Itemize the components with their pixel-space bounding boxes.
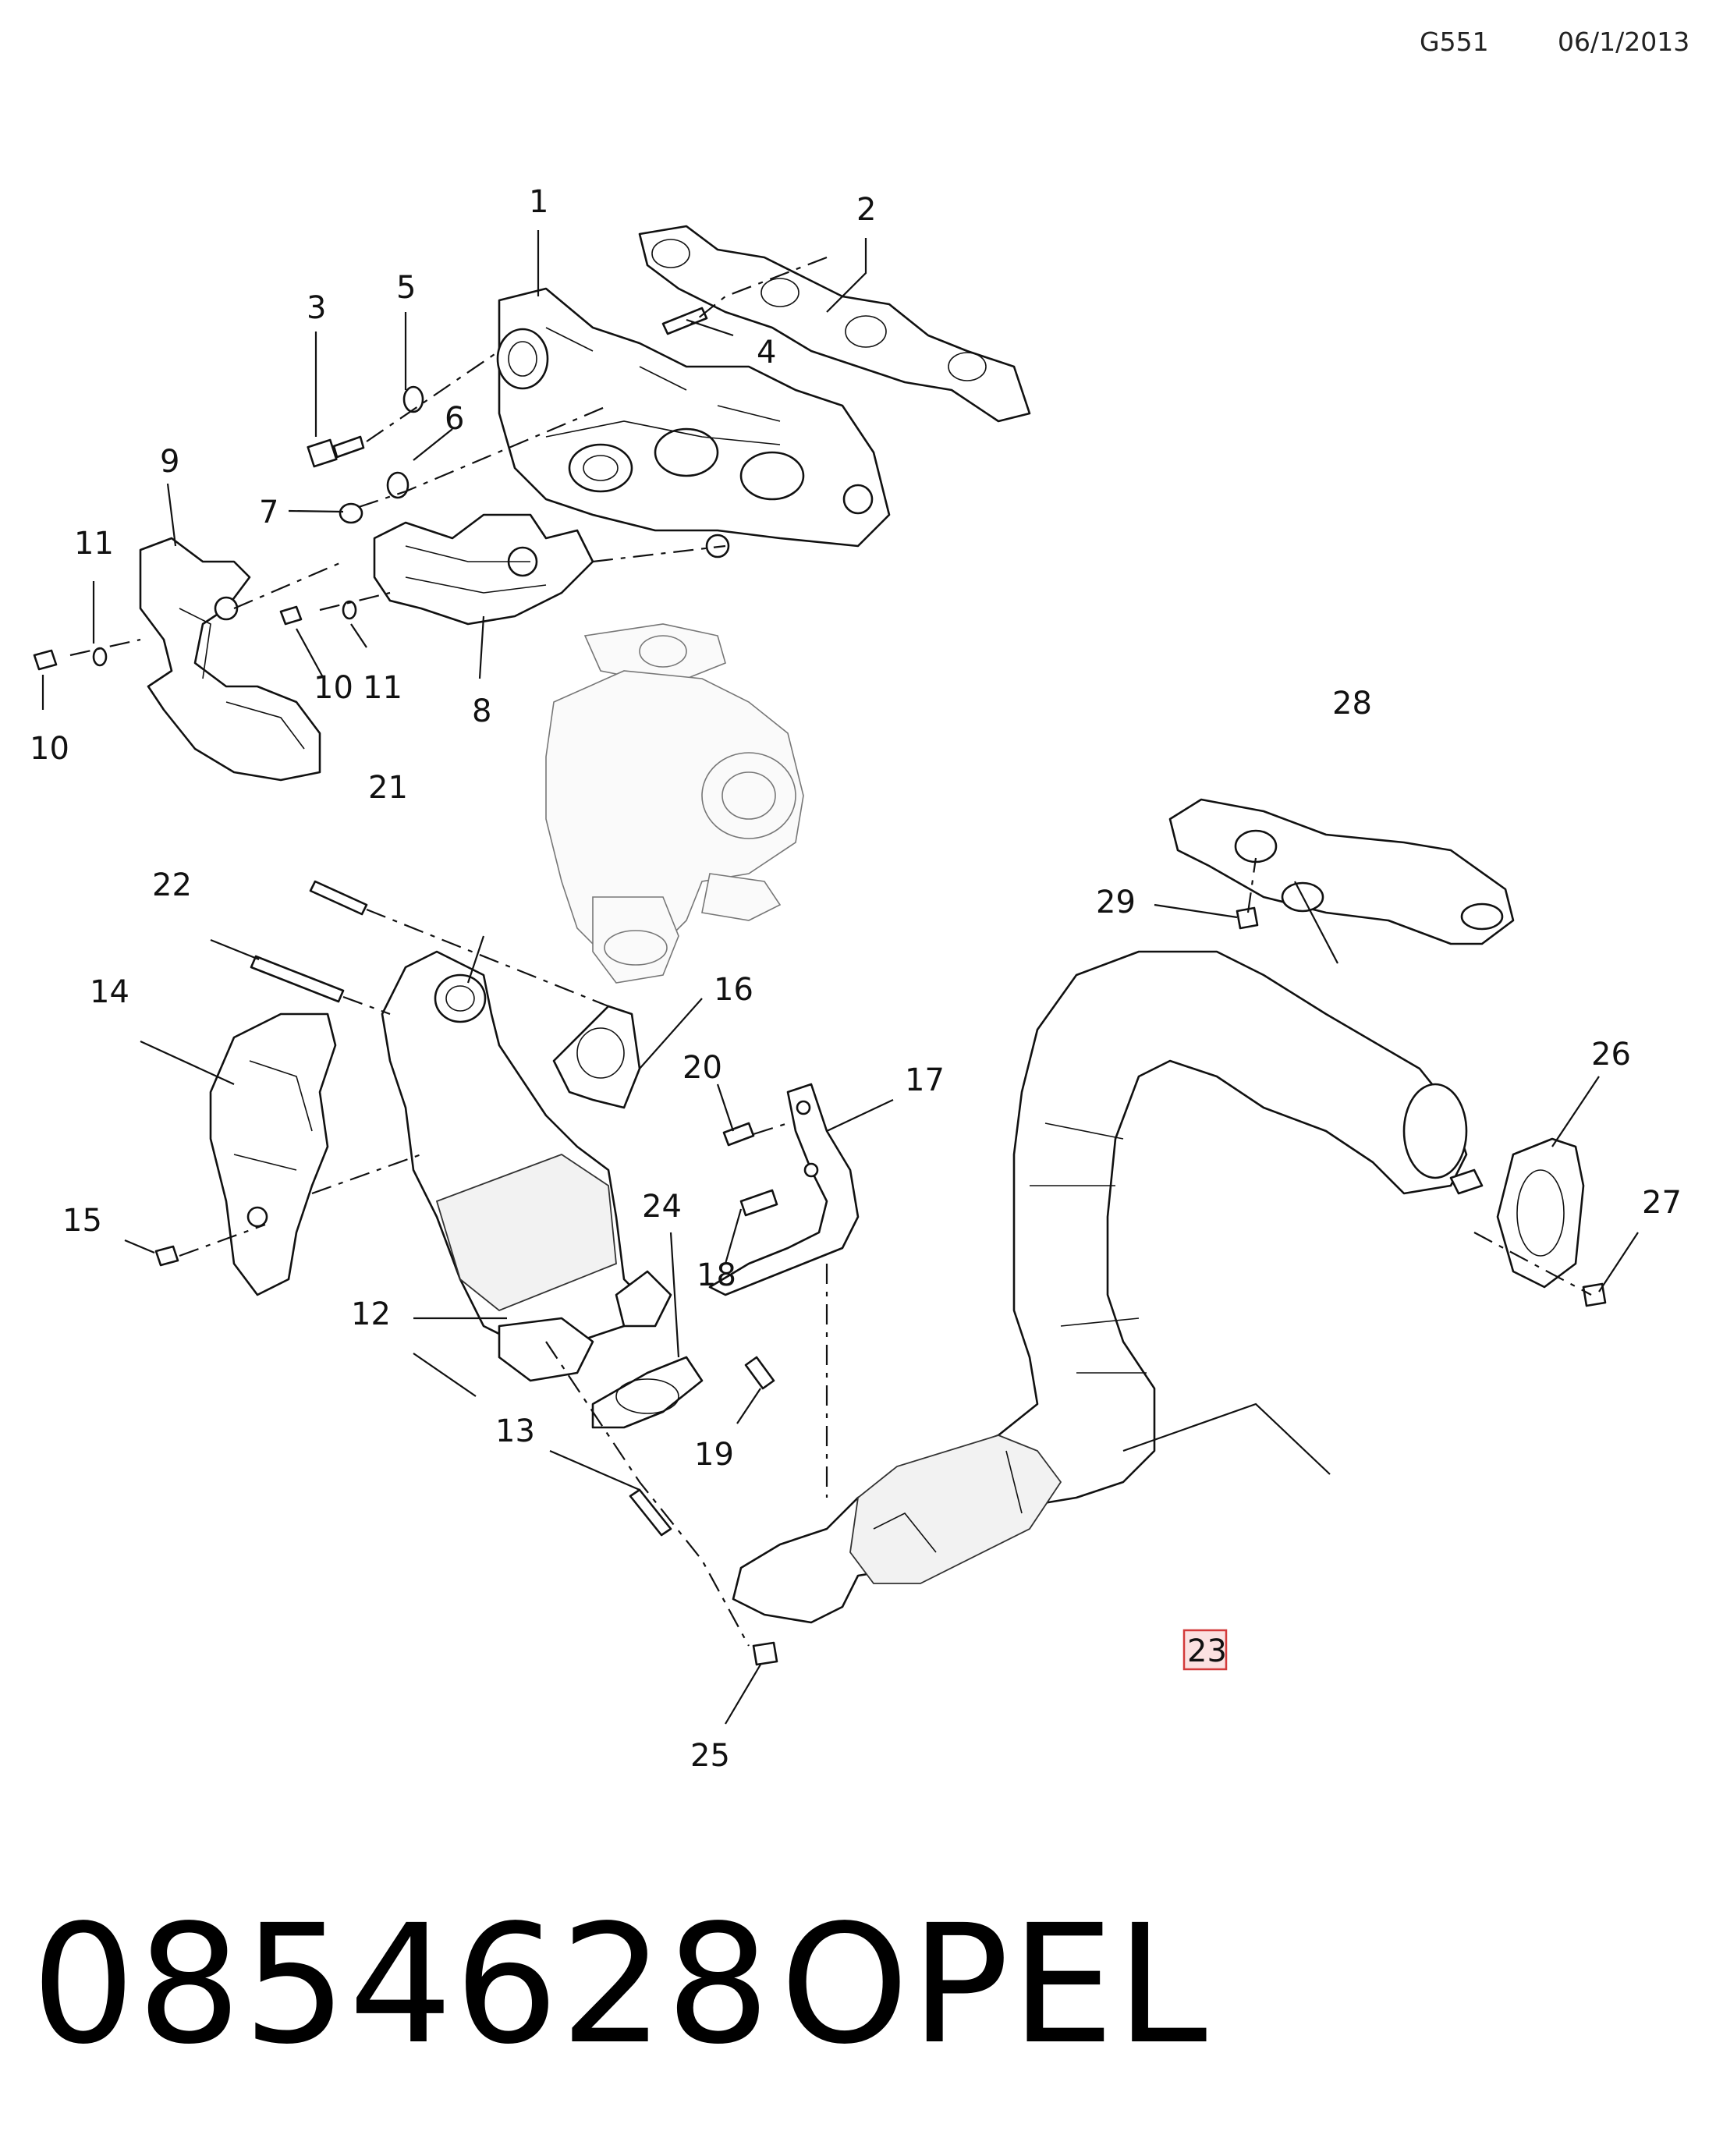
diagram-code: G551: [1420, 27, 1489, 57]
callout-17[interactable]: 17: [905, 1062, 945, 1098]
part-catalytic-converter-12: [381, 950, 672, 1382]
callout-13[interactable]: 13: [495, 1413, 535, 1449]
callout-25[interactable]: 25: [690, 1738, 730, 1774]
callout-1[interactable]: 1: [529, 184, 548, 220]
part-gasket-24: [591, 1356, 704, 1429]
assembly-dash-lines: [69, 256, 1592, 1647]
callout-4[interactable]: 4: [757, 335, 776, 371]
callout-3[interactable]: 3: [307, 290, 326, 326]
part-bracket-17: [708, 1083, 860, 1296]
brand-name: OPEL: [780, 1889, 1209, 2080]
part-bolts-18-19-20: [722, 1122, 778, 1390]
callout-28[interactable]: 28: [1332, 686, 1372, 722]
callout-29[interactable]: 29: [1096, 885, 1136, 920]
callout-11-left[interactable]: 11: [74, 526, 114, 562]
part-gasket-16: [552, 1005, 641, 1109]
callout-5[interactable]: 5: [396, 270, 416, 306]
part-bolt-3: [307, 435, 365, 468]
part-flange-gasket-26: [1496, 1137, 1607, 1307]
callout-8[interactable]: 8: [472, 693, 491, 729]
callout-2[interactable]: 2: [856, 192, 876, 228]
callout-20[interactable]: 20: [682, 1050, 722, 1086]
part-bolt-15: [154, 1245, 179, 1267]
part-front-pipe-23: [732, 950, 1484, 1624]
part-number: 0854628: [31, 1889, 772, 2080]
callout-18[interactable]: 18: [697, 1257, 736, 1293]
part-turbocharger-reference: [545, 623, 804, 984]
diagram-date: 06/1/2013: [1558, 27, 1690, 57]
callout-16[interactable]: 16: [714, 972, 753, 1008]
callout-9[interactable]: 9: [160, 444, 179, 480]
part-exhaust-manifold: [496, 287, 891, 559]
callout-14[interactable]: 14: [90, 974, 129, 1010]
part-stud-4: [661, 307, 708, 335]
callout-12[interactable]: 12: [351, 1296, 391, 1332]
callout-23[interactable]: 23: [1187, 1633, 1227, 1669]
part-heat-shield-9: [139, 537, 321, 782]
callout-15[interactable]: 15: [62, 1203, 102, 1239]
callout-22[interactable]: 22: [152, 867, 192, 903]
part-stud-13: [629, 1488, 672, 1537]
callout-leader-lines: [41, 230, 1639, 1725]
part-washers: [339, 385, 424, 524]
callout-21[interactable]: 21: [368, 770, 408, 806]
callout-23-highlighted[interactable]: 23: [1182, 1629, 1228, 1671]
callout-24[interactable]: 24: [642, 1189, 682, 1225]
part-manifold-gasket: [638, 225, 1031, 423]
callout-11-mid[interactable]: 11: [363, 670, 402, 706]
part-fasteners-10-11: [33, 600, 357, 671]
callout-numbers: 1 2 3 4 5 6 7 8 9 10 10 11 11 12 13 14 1…: [30, 184, 1682, 1774]
callout-10-left[interactable]: 10: [30, 731, 69, 767]
callout-7[interactable]: 7: [259, 495, 278, 530]
callout-26[interactable]: 26: [1591, 1037, 1631, 1073]
part-bolts-21-22: [250, 880, 368, 1003]
exhaust-assembly-diagram: 1 2 3 4 5 6 7 8 9 10 10 11 11 12 13 14 1…: [30, 184, 1682, 1774]
callout-27[interactable]: 27: [1642, 1185, 1682, 1221]
part-bracket-28: [1168, 798, 1515, 945]
part-nut-25: [752, 1641, 778, 1666]
callout-6[interactable]: 6: [445, 401, 464, 437]
callout-19[interactable]: 19: [694, 1437, 734, 1473]
part-heat-shield-8: [373, 513, 594, 626]
callout-10-mid[interactable]: 10: [314, 670, 353, 706]
part-heat-shield-14: [209, 1012, 337, 1296]
